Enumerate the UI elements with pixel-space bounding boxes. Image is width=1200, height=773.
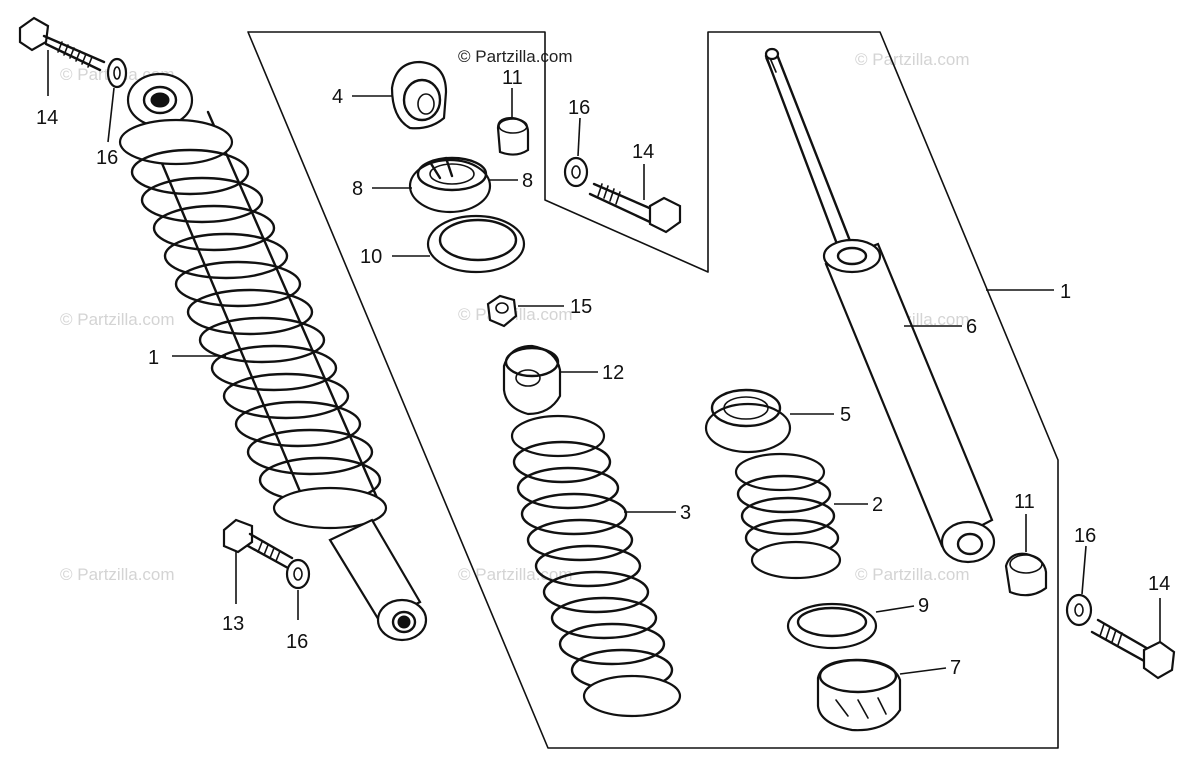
callout-left-washer-top: 16 bbox=[96, 147, 118, 169]
left-bottom-bolt bbox=[222, 518, 294, 570]
callout-left-washer-bottom: 16 bbox=[286, 631, 308, 653]
callout-labels: 14 16 1 13 16 4 11 16 14 8 8 10 15 12 3 … bbox=[36, 67, 1170, 679]
watermark-text: © Partzilla.com bbox=[458, 565, 573, 584]
watermark-text: © Partzilla.com bbox=[60, 565, 175, 584]
callout-lower-right-bolt: 14 bbox=[1148, 573, 1170, 595]
callout-upper-right-washer: 16 bbox=[568, 97, 590, 119]
callout-long-spring: 3 bbox=[680, 502, 691, 524]
left-top-washer bbox=[106, 57, 128, 89]
callout-upper-rubber: 4 bbox=[332, 86, 343, 108]
left-shock-spring bbox=[118, 118, 388, 530]
watermark-text: © Partzilla.com bbox=[855, 50, 970, 69]
left-shock-lower-body bbox=[328, 518, 428, 642]
upper-rubber-part bbox=[390, 60, 448, 130]
damper-unit-part bbox=[764, 47, 996, 564]
watermark-text: © Partzilla.com bbox=[855, 565, 970, 584]
long-spring-part bbox=[510, 414, 682, 718]
callout-spring-guide: 5 bbox=[840, 404, 851, 426]
leader-lines bbox=[47, 50, 1161, 675]
callout-short-spring: 2 bbox=[872, 494, 883, 516]
callout-stopper-left: 8 bbox=[352, 178, 363, 200]
callout-adjuster: 7 bbox=[950, 657, 961, 679]
callout-lower-spring-seat: 9 bbox=[918, 595, 929, 617]
callout-stopper-right: 8 bbox=[522, 170, 533, 192]
lower-collar-part bbox=[1004, 552, 1048, 597]
split-ring-stopper-part bbox=[408, 156, 492, 214]
callout-upper-right-bolt: 14 bbox=[632, 141, 654, 163]
lower-spring-seat-part bbox=[786, 602, 878, 650]
callout-stopper-rubber: 12 bbox=[602, 362, 624, 384]
adjuster-part bbox=[816, 658, 902, 732]
callout-nut: 15 bbox=[570, 296, 592, 318]
spring-guide-part bbox=[704, 388, 792, 454]
left-bottom-washer bbox=[285, 558, 311, 590]
spring-seat-part bbox=[426, 214, 526, 274]
upper-right-bolt-set bbox=[563, 156, 682, 234]
callout-left-bolt-bottom: 13 bbox=[222, 613, 244, 635]
copyright-credit: © Partzilla.com bbox=[458, 47, 573, 66]
watermark-text: © Partzilla.com bbox=[60, 310, 175, 329]
callout-damper-unit: 6 bbox=[966, 316, 977, 338]
upper-collar-part bbox=[496, 116, 530, 156]
callout-lower-right-washer: 16 bbox=[1074, 525, 1096, 547]
callout-left-shock-absorber: 1 bbox=[148, 347, 159, 369]
assembly-bracket-outline bbox=[247, 31, 1059, 749]
left-assembled-shock bbox=[18, 16, 428, 642]
stopper-rubber-part bbox=[502, 344, 562, 416]
nut-part bbox=[486, 294, 518, 328]
callout-lower-collar: 11 bbox=[1014, 491, 1035, 513]
short-spring-part bbox=[734, 452, 842, 580]
lower-right-bolt-set bbox=[1065, 593, 1176, 680]
callout-left-bolt-top: 14 bbox=[36, 107, 58, 129]
callout-upper-collar: 11 bbox=[502, 67, 523, 89]
callout-assembly-bracket: 1 bbox=[1060, 281, 1071, 303]
left-top-bolt bbox=[18, 16, 106, 72]
callout-spring-seat: 10 bbox=[360, 246, 382, 268]
